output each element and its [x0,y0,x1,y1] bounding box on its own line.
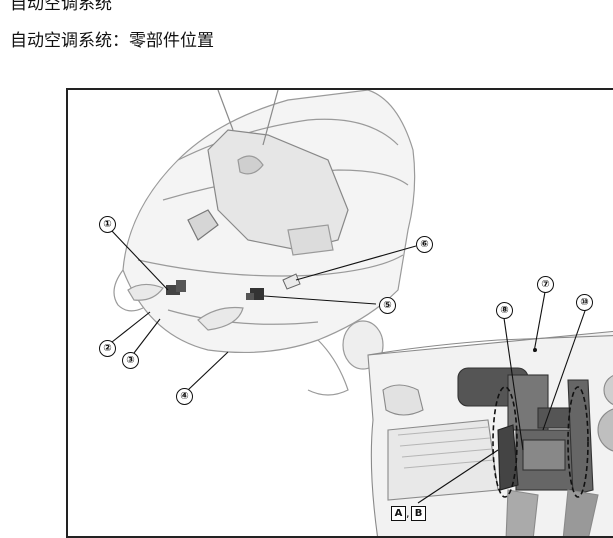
section-title: 自动空调系统 [10,0,112,14]
boxed-label-b: B [411,506,426,521]
callout-2: ② [99,340,116,357]
component-location-figure: ① ② ③ ④ ⑤ ⑥ ⑦ ⑧ ⑩ A , B [66,88,613,538]
callout-7: ⑦ [537,276,554,293]
section-subtitle: 自动空调系统：零部件位置 [10,31,214,51]
label-separator: , [406,507,410,520]
callout-1: ① [99,216,116,233]
callout-6: ⑥ [416,236,433,253]
callout-5: ⑤ [379,297,396,314]
callout-4: ④ [176,388,193,405]
callout-8: ⑧ [496,302,513,319]
callout-3: ③ [122,352,139,369]
callout-10: ⑩ [576,294,593,311]
vehicle-illustration [110,90,613,536]
boxed-label-a: A [391,506,406,521]
